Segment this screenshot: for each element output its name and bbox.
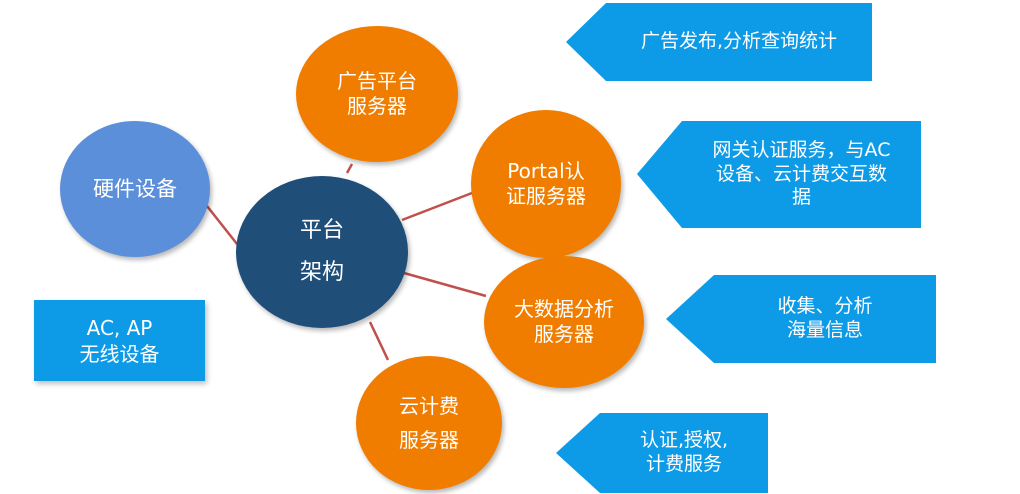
bigdata-server-node: 大数据分析 服务器 bbox=[484, 256, 644, 388]
center-label: 平台 架构 bbox=[299, 218, 344, 285]
connector-hardware bbox=[206, 205, 238, 245]
billing-callout-text: 认证,授权, 计费服务 bbox=[639, 429, 729, 475]
billing-server-label: 云计费 服务器 bbox=[399, 394, 459, 452]
ac-ap-text: AC, AP 无线设备 bbox=[79, 315, 160, 366]
hardware-label: 硬件设备 bbox=[93, 176, 177, 201]
portal-server-node: Portal认 证服务器 bbox=[471, 110, 621, 258]
connector-ad bbox=[345, 163, 354, 174]
ad-server-label: 广告平台 服务器 bbox=[337, 69, 417, 118]
hardware-node: 硬件设备 bbox=[60, 121, 210, 257]
bigdata-server-label: 大数据分析 服务器 bbox=[514, 297, 614, 346]
ad-callout: 广告发布,分析查询统计 bbox=[566, 3, 872, 81]
billing-server-node: 云计费 服务器 bbox=[356, 356, 502, 490]
billing-callout: 认证,授权, 计费服务 bbox=[556, 413, 768, 493]
bigdata-callout: 收集、分析 海量信息 bbox=[666, 275, 936, 363]
center-platform-node: 平台 架构 bbox=[236, 176, 408, 328]
ad-server-node: 广告平台 服务器 bbox=[296, 26, 458, 162]
connector-billing bbox=[368, 321, 390, 361]
connector-portal bbox=[401, 191, 473, 222]
connector-bigdata bbox=[403, 271, 487, 298]
portal-callout: 网关认证服务，与AC 设备、云计费交互数 据 bbox=[637, 121, 921, 228]
ad-callout-text: 广告发布,分析查询统计 bbox=[640, 30, 838, 53]
portal-callout-text: 网关认证服务，与AC 设备、云计费交互数 据 bbox=[712, 138, 891, 209]
ac-ap-box: AC, AP 无线设备 bbox=[34, 300, 205, 381]
portal-server-label: Portal认 证服务器 bbox=[506, 159, 586, 208]
bigdata-callout-text: 收集、分析 海量信息 bbox=[777, 295, 873, 341]
